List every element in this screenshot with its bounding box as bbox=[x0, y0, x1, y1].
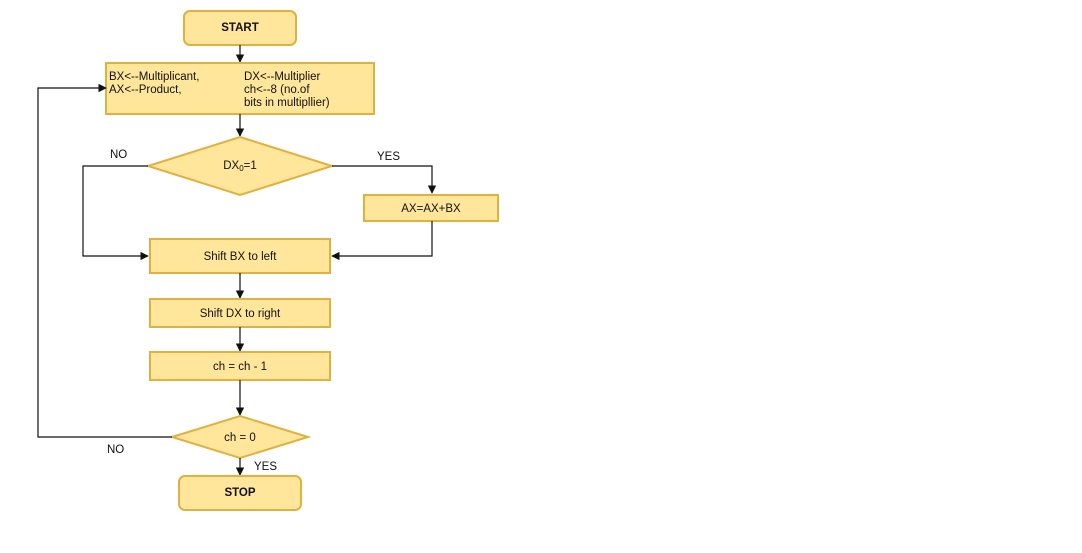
shift-dx-label: Shift DX to right bbox=[200, 308, 281, 320]
init-line1-left: BX<--Multiplicant, bbox=[109, 71, 199, 83]
decision-dx0-diamond bbox=[144, 135, 336, 197]
init-line2-left: AX<--Product, bbox=[109, 84, 182, 96]
init-line2-right: ch<--8 (no.of bbox=[244, 84, 310, 96]
init-line3-right: bits in multipllier) bbox=[244, 97, 330, 109]
init-line1-right: DX<--Multiplier bbox=[244, 71, 321, 83]
shift-bx-label: Shift BX to left bbox=[204, 251, 278, 263]
connector-decision2-no-loop bbox=[37, 83, 172, 438]
add-label: AX=AX+BX bbox=[401, 203, 461, 215]
decision-dx0-base: DX bbox=[223, 160, 239, 172]
decision2-yes-label: YES bbox=[254, 461, 277, 473]
decision-dx0-subscript: 0 bbox=[239, 164, 244, 173]
decision1-no-label: NO bbox=[110, 149, 127, 161]
connector-add-shiftbx bbox=[331, 221, 433, 261]
decision-ch0-label: ch = 0 bbox=[224, 432, 256, 444]
decision-dx0-label: DX0=1 bbox=[223, 160, 257, 173]
stop-label: STOP bbox=[224, 487, 255, 499]
connector-decision1-no bbox=[82, 165, 149, 261]
decision2-no-label: NO bbox=[107, 444, 124, 456]
init-process-box bbox=[105, 62, 375, 115]
decision-dx0-tail: =1 bbox=[244, 160, 257, 172]
decision1-yes-label: YES bbox=[377, 151, 400, 163]
stop-terminal bbox=[178, 475, 302, 511]
start-label: START bbox=[221, 22, 258, 34]
add-process-box bbox=[363, 194, 499, 222]
connector-decision1-yes bbox=[332, 165, 437, 194]
decrement-label: ch = ch - 1 bbox=[213, 361, 267, 373]
